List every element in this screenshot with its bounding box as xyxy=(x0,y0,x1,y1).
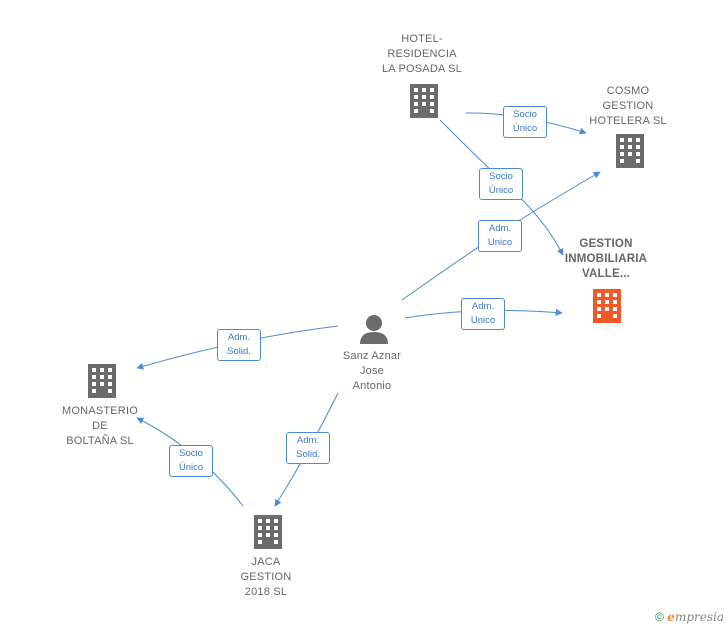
node-monasterio[interactable]: MONASTERIO DE BOLTAÑA SL xyxy=(62,405,138,447)
brand-name: mpresia xyxy=(674,610,724,624)
edge-label-hotel-cosmo: Socio Único xyxy=(503,106,547,138)
footer-brand: © empresia xyxy=(655,610,724,624)
person-icon xyxy=(360,315,388,344)
node-jaca-gestion[interactable]: JACA GESTION 2018 SL xyxy=(240,556,292,598)
copyright-symbol: © xyxy=(655,610,664,624)
edge-label-sanz-monasterio: Adm. Solid. xyxy=(217,329,261,361)
edge-label-sanz-gestion: Adm. Unico xyxy=(461,298,505,330)
building-icon xyxy=(254,515,282,549)
edge-label-hotel-gestion: Socio Único xyxy=(479,168,523,200)
edge-label-jaca-monasterio: Socio Único xyxy=(169,445,213,477)
building-icon-focus xyxy=(593,289,621,323)
node-sanz-aznar[interactable]: Sanz Aznar Jose Antonio xyxy=(342,350,402,392)
brand-e-logo: e xyxy=(667,610,675,624)
building-icon xyxy=(88,364,116,398)
edge-label-sanz-jaca: Adm. Solid. xyxy=(286,432,330,464)
building-icon xyxy=(410,84,438,118)
edge-label-sanz-cosmo: Adm. Unico xyxy=(478,220,522,252)
node-gestion-inmobiliaria[interactable]: GESTION INMOBILIARIA VALLE... xyxy=(564,238,648,280)
node-cosmo-gestion[interactable]: COSMO GESTION HOTELERA SL xyxy=(589,85,667,127)
building-icon xyxy=(616,134,644,168)
node-hotel-residencia[interactable]: HOTEL- RESIDENCIA LA POSADA SL xyxy=(381,33,463,75)
